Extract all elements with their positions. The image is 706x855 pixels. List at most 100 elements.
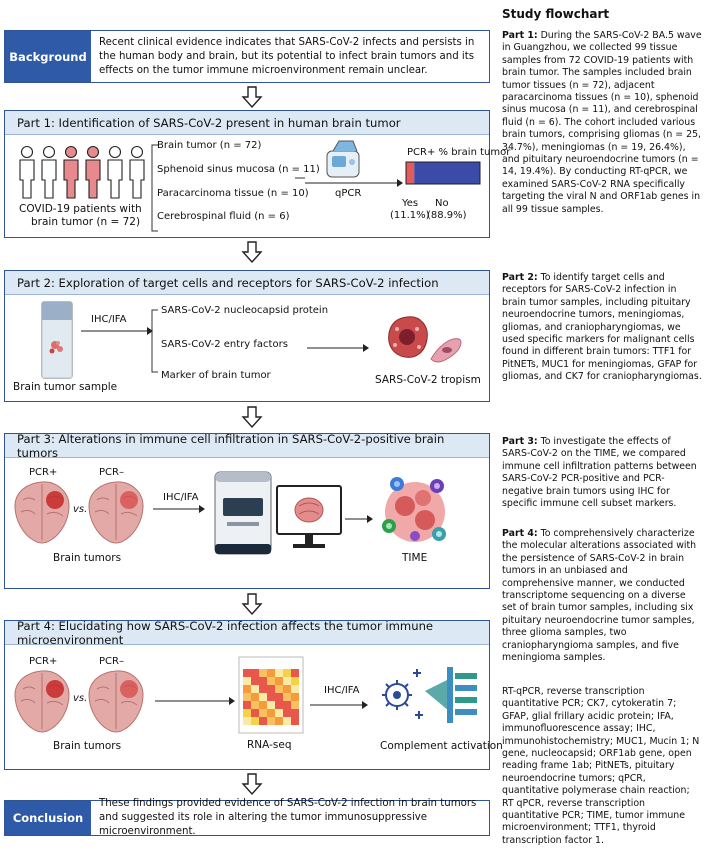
tumor-marker-label: Marker of brain tumor — [161, 370, 271, 381]
sidebar-part4-text: To comprehensively characterize the mole… — [502, 528, 697, 664]
heatmap-cell — [291, 717, 299, 725]
vs-label: vs. — [73, 693, 88, 704]
part4-arrow — [155, 697, 235, 705]
brain-negative-icon — [88, 670, 144, 733]
part1-title: Part 1: Identification of SARS-CoV-2 pre… — [5, 111, 489, 135]
microscope-scanner-icon — [214, 471, 272, 555]
brain-positive-icon — [14, 481, 70, 544]
entry-factors-label: SARS-CoV-2 entry factors — [161, 339, 288, 350]
heatmap-cell — [259, 701, 267, 709]
heatmap-cell — [283, 709, 291, 717]
chart-title: PCR+ % brain tumor — [407, 147, 511, 158]
heatmap-cell — [291, 669, 299, 677]
heatmap-cell — [251, 701, 259, 709]
bar-label-no: No — [435, 198, 449, 209]
heatmap-cell — [259, 709, 267, 717]
patients-icon — [19, 145, 145, 199]
part1-panel: Part 1: Identification of SARS-CoV-2 pre… — [4, 110, 510, 238]
part2-result-arrow — [307, 344, 369, 352]
heatmap-cell — [259, 669, 267, 677]
heatmap-cell — [275, 669, 283, 677]
heatmap-cell — [251, 685, 259, 693]
heatmap-cell — [275, 677, 283, 685]
bar-label-yes: Yes — [402, 198, 419, 209]
conclusion-tag: Conclusion — [5, 801, 91, 835]
heatmap-cell — [283, 717, 291, 725]
items-bracket — [151, 309, 158, 373]
sidebar-part2-head: Part 2: — [502, 272, 538, 283]
conclusion-text: These findings provided evidence of SARS… — [99, 798, 477, 837]
heatmap-cell — [251, 693, 259, 701]
heatmap-cell — [243, 685, 251, 693]
heatmap-cell — [267, 717, 275, 725]
brain-tumor-sample-label: Brain tumor sample — [13, 381, 118, 393]
pcr-negative-label: PCR– — [99, 467, 124, 478]
sample-brain-tumor: Brain tumor (n = 72) — [157, 140, 262, 151]
bar-no — [414, 162, 480, 184]
heatmap-cell — [291, 677, 299, 685]
heatmap-cell — [267, 685, 275, 693]
sidebar-part3-text: To investigate the effects of SARS-CoV-2… — [502, 436, 697, 510]
heatmap-cell — [275, 717, 283, 725]
vs-label: vs. — [73, 504, 88, 515]
rna-seq-heatmap-icon — [238, 656, 304, 734]
sidebar-part4: Part 4: To comprehensively characterize … — [502, 528, 702, 664]
heatmap-cell — [275, 685, 283, 693]
heatmap-cell — [275, 701, 283, 709]
sidebar-part3-head: Part 3: — [502, 436, 538, 447]
bar-yes — [406, 162, 415, 184]
heatmap-cell — [275, 709, 283, 717]
sidebar-part3: Part 3: To investigate the effects of SA… — [502, 436, 702, 510]
part4-method-label: IHC/IFA — [324, 685, 360, 696]
part3-method-label: IHC/IFA — [163, 492, 199, 503]
pcr-positive-label: PCR+ — [29, 467, 58, 478]
heatmap-cell — [259, 685, 267, 693]
brain-positive-icon — [14, 670, 70, 733]
brain-negative-icon — [88, 481, 144, 544]
heatmap-cell — [283, 669, 291, 677]
background-text: Recent clinical evidence indicates that … — [99, 36, 475, 76]
background-box: Background Recent clinical evidence indi… — [4, 30, 490, 83]
heatmap-cell — [291, 709, 299, 717]
patients-count-label: brain tumor (n = 72) — [31, 216, 141, 228]
heatmap-cell — [243, 709, 251, 717]
heatmap-cell — [267, 677, 275, 685]
sidebar-part4-head: Part 4: — [502, 528, 538, 539]
heatmap-cell — [291, 693, 299, 701]
part3-result-arrow — [345, 515, 373, 523]
sidebar-part1: Part 1: During the SARS-CoV-2 BA.5 wave … — [502, 30, 702, 216]
heatmap-cell — [251, 709, 259, 717]
brain-tumors-label: Brain tumors — [53, 740, 122, 752]
heatmap-cell — [283, 701, 291, 709]
study-flowchart-title: Study flowchart — [502, 7, 610, 21]
rna-seq-label: RNA-seq — [247, 739, 292, 751]
complement-label: Complement activation — [380, 740, 503, 752]
sample-csf: Cerebrospinal fluid (n = 6) — [157, 211, 290, 222]
heatmap-cell — [283, 693, 291, 701]
heatmap-cell — [243, 693, 251, 701]
pcr-bar-chart — [405, 161, 481, 185]
heatmap-cell — [251, 717, 259, 725]
part2-title: Part 2: Exploration of target cells and … — [5, 271, 489, 295]
tropism-label: SARS-CoV-2 tropism — [375, 374, 481, 386]
heatmap-cell — [259, 677, 267, 685]
part2-panel: Part 2: Exploration of target cells and … — [4, 270, 490, 402]
heatmap-cell — [243, 677, 251, 685]
heatmap-cell — [283, 685, 291, 693]
down-arrow-icon — [241, 773, 263, 796]
time-label: TIME — [402, 552, 428, 564]
sidebar-part2-text: To identify target cells and receptors f… — [502, 272, 702, 383]
heatmap-cell — [267, 701, 275, 709]
sample-paracarcinoma: Paracarcinoma tissue (n = 10) — [157, 188, 309, 199]
heatmap-cell — [243, 701, 251, 709]
background-tag: Background — [5, 31, 91, 82]
heatmap-cell — [291, 701, 299, 709]
sample-sphenoid-sinus: Sphenoid sinus mucosa (n = 11) — [157, 164, 320, 175]
down-arrow-icon — [241, 241, 263, 264]
qpcr-machine-icon — [326, 140, 360, 178]
part3-title: Part 3: Alterations in immune cell infil… — [5, 432, 489, 460]
heatmap-cell — [243, 669, 251, 677]
bar-value-yes: (11.1%) — [390, 210, 430, 221]
patients-label: COVID-19 patients with — [19, 203, 142, 215]
infected-cells-icon — [388, 316, 462, 363]
